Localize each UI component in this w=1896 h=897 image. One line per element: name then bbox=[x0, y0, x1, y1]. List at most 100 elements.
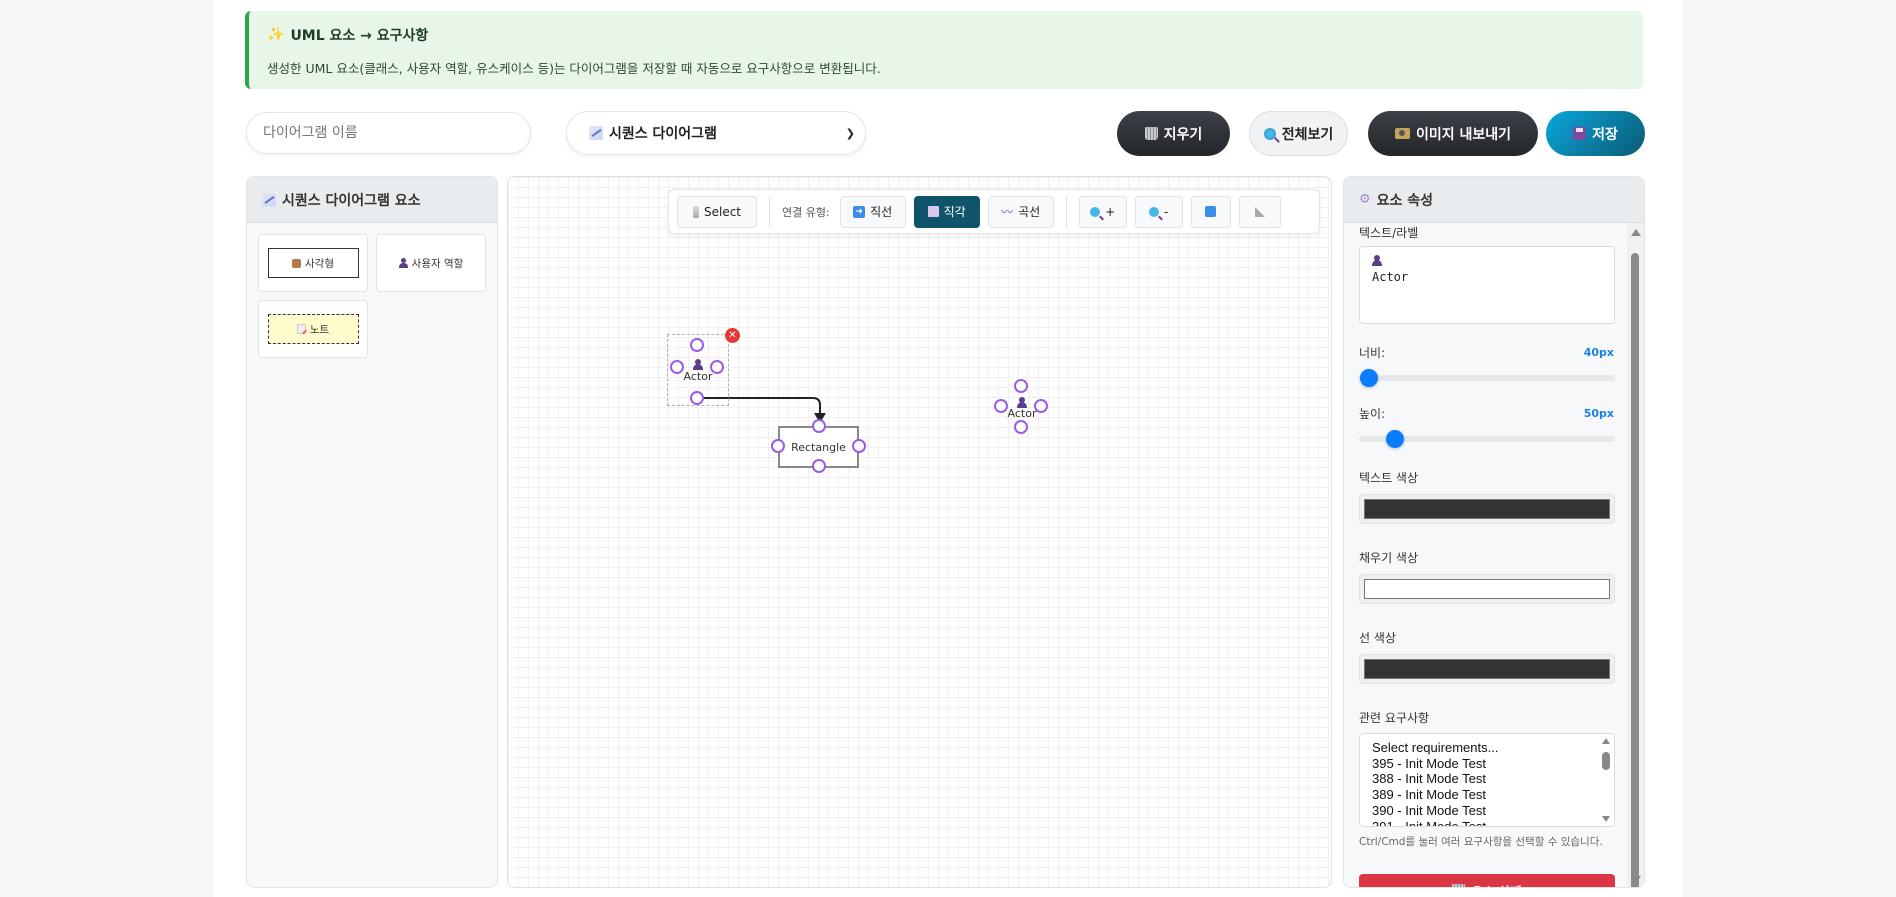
select-tool-button[interactable]: Select bbox=[677, 195, 757, 228]
diagram-type-select[interactable]: 시퀀스 다이어그램 ❯ bbox=[566, 111, 866, 155]
connection-handle-right[interactable] bbox=[1034, 399, 1048, 413]
trash-icon bbox=[1144, 127, 1158, 140]
connection-handle-left[interactable] bbox=[771, 439, 785, 453]
banner-title: ✨ UML 요소 → 요구사항 bbox=[267, 25, 1625, 45]
height-slider[interactable] bbox=[1359, 430, 1615, 448]
palette-item-label: 노트 bbox=[309, 323, 330, 336]
delete-node-icon[interactable]: ✕ bbox=[725, 328, 740, 343]
zoom-out-symbol: - bbox=[1164, 204, 1169, 219]
gear-icon: ⚙ bbox=[1359, 192, 1371, 207]
connection-handle-right[interactable] bbox=[710, 360, 724, 374]
connection-curved-button[interactable]: 〰 곡선 bbox=[987, 195, 1054, 228]
palette-item-actor[interactable]: 사용자 역할 bbox=[376, 234, 486, 292]
connection-handle-top[interactable] bbox=[812, 419, 826, 433]
connection-line[interactable] bbox=[508, 177, 1332, 888]
requirement-option[interactable]: 390 - Init Mode Test bbox=[1372, 802, 1486, 818]
palette-item-label: 사용자 역할 bbox=[411, 257, 464, 270]
banner-title-text: UML 요소 → 요구사항 bbox=[290, 28, 429, 44]
width-slider-thumb[interactable] bbox=[1360, 369, 1378, 387]
line-color-picker[interactable] bbox=[1359, 654, 1615, 684]
delete-element-button[interactable]: 요소 삭제 bbox=[1359, 874, 1615, 887]
floppy-disk-icon bbox=[1573, 127, 1587, 140]
text-color-label: 텍스트 색상 bbox=[1359, 471, 1419, 485]
scroll-up-icon[interactable] bbox=[1631, 229, 1641, 236]
trash-icon bbox=[1452, 884, 1466, 887]
width-slider[interactable] bbox=[1359, 369, 1615, 387]
grid-snap-button[interactable] bbox=[1238, 195, 1281, 228]
height-slider-thumb[interactable] bbox=[1386, 430, 1404, 448]
export-image-button-label: 이미지 내보내기 bbox=[1415, 126, 1512, 143]
zoom-in-icon bbox=[1090, 206, 1101, 217]
line-color-swatch bbox=[1364, 659, 1610, 679]
connection-handle-bottom[interactable] bbox=[690, 391, 704, 405]
connection-handle-bottom[interactable] bbox=[812, 459, 826, 473]
scroll-down-icon[interactable] bbox=[1631, 876, 1641, 883]
requirement-option[interactable]: 391 - Init Mode Test bbox=[1372, 818, 1486, 827]
connection-handle-left[interactable] bbox=[670, 360, 684, 374]
connection-straight-label: 직선 bbox=[870, 205, 893, 219]
requirement-option[interactable]: 395 - Init Mode Test bbox=[1372, 755, 1486, 771]
connection-handle-bottom[interactable] bbox=[1014, 420, 1028, 434]
square-icon bbox=[927, 206, 939, 217]
zoom-in-button[interactable]: + bbox=[1078, 195, 1127, 228]
connection-handle-right[interactable] bbox=[852, 439, 866, 453]
palette-item-rectangle[interactable]: 사각형 bbox=[258, 234, 368, 292]
properties-title: 요소 속성 bbox=[1376, 192, 1434, 209]
requirement-option[interactable]: 388 - Init Mode Test bbox=[1372, 771, 1486, 787]
height-label: 높이: bbox=[1359, 407, 1386, 421]
connection-orthogonal-button[interactable]: 직각 bbox=[913, 195, 980, 228]
palette-header: 시퀀스 다이어그램 요소 bbox=[247, 177, 497, 223]
reset-zoom-button[interactable] bbox=[1190, 195, 1231, 228]
chevron-down-icon: ❯ bbox=[845, 126, 855, 140]
requirements-hint: Ctrl/Cmd를 눌러 여러 요구사항을 선택할 수 있습니다. bbox=[1359, 836, 1603, 848]
requirement-option[interactable]: Select requirements... bbox=[1372, 740, 1499, 755]
height-value: 50px bbox=[1583, 407, 1614, 420]
actor-label: Actor bbox=[683, 370, 713, 383]
scroll-down-icon[interactable] bbox=[1602, 816, 1610, 822]
fit-view-button-label: 전체보기 bbox=[1281, 126, 1334, 143]
camera-icon bbox=[1394, 128, 1410, 139]
canvas-actor-node[interactable]: Actor bbox=[991, 379, 1055, 443]
properties-scrollbar[interactable] bbox=[1627, 223, 1644, 887]
scrollbar-thumb[interactable] bbox=[1631, 253, 1639, 887]
canvas-actor-node-selected[interactable]: ✕ Actor bbox=[667, 328, 740, 408]
export-image-button[interactable]: 이미지 내보내기 bbox=[1368, 111, 1538, 156]
sparkles-icon: ✨ bbox=[267, 27, 285, 43]
text-label-textarea[interactable]: Actor bbox=[1359, 246, 1615, 324]
scrollbar-thumb[interactable] bbox=[1602, 752, 1610, 770]
scroll-up-icon[interactable] bbox=[1602, 738, 1610, 744]
toolbar-divider bbox=[769, 196, 770, 227]
fill-color-picker[interactable] bbox=[1359, 574, 1615, 604]
element-palette: 시퀀스 다이어그램 요소 사각형 사용자 역할 노트 bbox=[246, 176, 498, 888]
zoom-out-button[interactable]: - bbox=[1134, 195, 1183, 228]
magnifier-icon bbox=[1263, 127, 1276, 140]
properties-header: ⚙ 요소 속성 bbox=[1344, 177, 1644, 223]
text-color-picker[interactable] bbox=[1359, 494, 1615, 524]
requirements-multiselect[interactable]: Select requirements... 395 - Init Mode T… bbox=[1359, 733, 1615, 827]
diagram-name-input[interactable] bbox=[246, 112, 531, 154]
wave-icon: 〰 bbox=[1001, 205, 1014, 219]
requirements-scrollbar[interactable] bbox=[1601, 738, 1611, 822]
triangle-ruler-icon bbox=[1254, 206, 1265, 217]
connection-straight-button[interactable]: ➜ 직선 bbox=[839, 195, 906, 228]
text-label-heading: 텍스트/라벨 bbox=[1359, 226, 1419, 240]
properties-panel: ⚙ 요소 속성 텍스트/라벨 Actor 너비: 40px 높이: 50px bbox=[1343, 176, 1645, 888]
connection-handle-top[interactable] bbox=[1014, 379, 1028, 393]
save-button[interactable]: 저장 bbox=[1546, 111, 1645, 156]
refresh-icon bbox=[1205, 206, 1217, 217]
canvas-toolbar: Select 연결 유형: ➜ 직선 직각 〰 곡선 + bbox=[668, 189, 1320, 234]
requirement-option[interactable]: 389 - Init Mode Test bbox=[1372, 787, 1486, 803]
chart-icon bbox=[262, 192, 276, 207]
connection-handle-left[interactable] bbox=[994, 399, 1008, 413]
text-color-swatch bbox=[1364, 499, 1610, 519]
diagram-canvas[interactable]: Select 연결 유형: ➜ 직선 직각 〰 곡선 + bbox=[507, 176, 1332, 888]
width-value: 40px bbox=[1583, 346, 1614, 359]
toolbar-divider bbox=[1065, 196, 1067, 227]
fit-view-button[interactable]: 전체보기 bbox=[1249, 111, 1348, 156]
delete-element-label: 요소 삭제 bbox=[1471, 881, 1521, 887]
clear-button[interactable]: 지우기 bbox=[1117, 111, 1230, 156]
connection-handle-top[interactable] bbox=[690, 338, 704, 352]
palette-item-note[interactable]: 노트 bbox=[258, 300, 368, 358]
actor-label: Actor bbox=[1007, 407, 1037, 420]
requirements-label: 관련 요구사항 bbox=[1359, 711, 1430, 725]
